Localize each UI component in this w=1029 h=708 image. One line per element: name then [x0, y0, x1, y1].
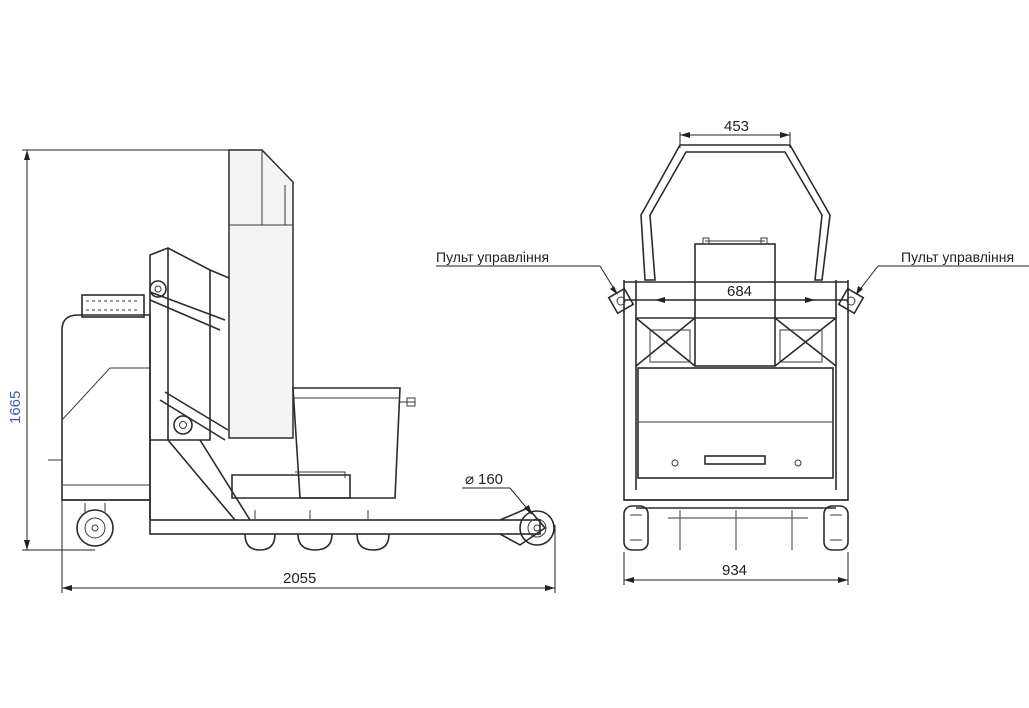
front-dimensions	[436, 132, 1029, 585]
base-width-dimension-label: 934	[722, 562, 747, 579]
inner-width-dimension-label: 684	[727, 283, 752, 300]
front-control-pendant-right	[837, 287, 865, 315]
side-rear-cabinet	[61, 314, 151, 501]
side-front-wheel	[519, 510, 555, 546]
front-outer-frame	[623, 280, 849, 501]
side-control-panel	[81, 294, 145, 318]
control-panel-label-left: Пульт управління	[436, 249, 549, 265]
side-pivot-lower	[173, 415, 193, 435]
height-dimension-label: 1665	[7, 391, 24, 424]
front-view	[607, 144, 865, 551]
front-wheel-right	[823, 505, 849, 551]
top-width-dimension-label: 453	[724, 118, 749, 135]
side-dimensions	[22, 149, 556, 593]
side-view	[48, 149, 555, 551]
front-lower-bin	[637, 367, 834, 479]
front-hopper	[640, 144, 831, 281]
front-handle	[704, 455, 766, 465]
side-base-frame	[149, 519, 541, 535]
side-rear-wheel	[76, 503, 114, 547]
side-pivot-upper	[149, 280, 167, 298]
side-lower-bin	[292, 387, 401, 499]
front-center-plate	[694, 243, 776, 367]
control-panel-label-right: Пульт управління	[901, 249, 1014, 265]
side-hopper	[228, 149, 294, 439]
side-bin-wheels	[244, 510, 390, 551]
wheel-diameter-label: 160	[478, 471, 503, 488]
front-wheel-left	[623, 505, 649, 551]
diameter-symbol: ⌀	[465, 471, 474, 488]
front-control-pendant-left	[607, 287, 635, 315]
length-dimension-label: 2055	[283, 570, 316, 587]
